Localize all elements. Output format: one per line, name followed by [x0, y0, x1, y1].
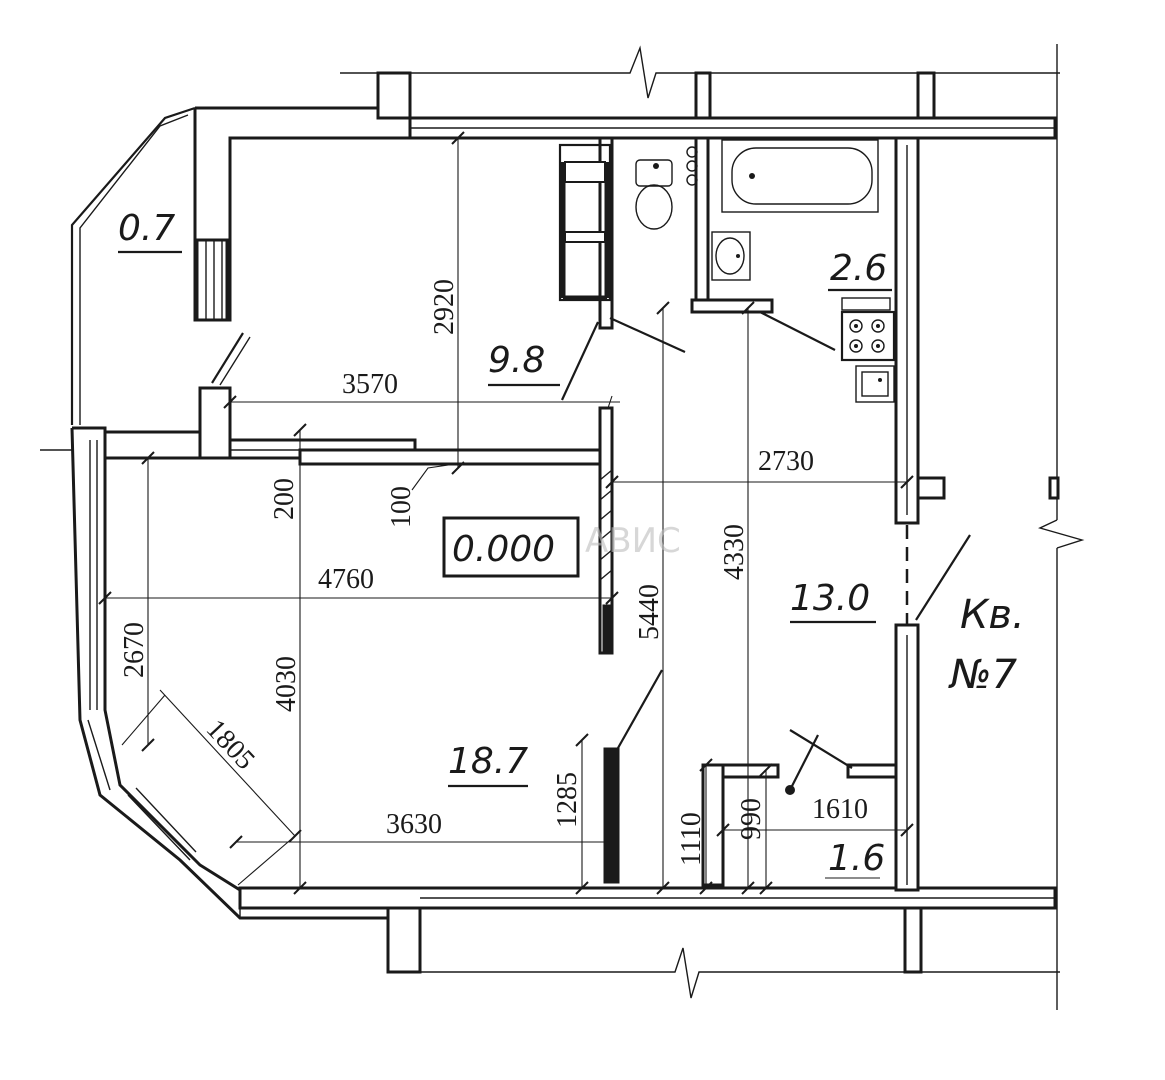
apartment-number: №7 [948, 652, 1018, 698]
dim-1805: 1805 [200, 714, 261, 776]
dim-2920: 2920 [429, 279, 460, 335]
watermark: АВИС [585, 521, 681, 561]
area-bathroom: 2.6 [830, 248, 887, 289]
level-mark-box [442, 516, 580, 578]
dim-4330: 4330 [719, 524, 750, 580]
area-hall: 13.0 [790, 578, 870, 619]
apartment-label: Кв. [960, 592, 1025, 638]
kitchen-sink [855, 365, 895, 403]
dim-1610: 1610 [812, 794, 868, 825]
toilet [635, 146, 698, 230]
dim-1110: 1110 [676, 812, 707, 866]
stove [840, 297, 896, 362]
fixtures [558, 139, 896, 403]
area-wc: 1.6 [828, 838, 885, 879]
area-living: 18.7 [448, 741, 528, 782]
bathtub [721, 139, 879, 213]
dim-3630: 3630 [386, 809, 442, 840]
area-underlines [118, 250, 892, 788]
dim-5440: 5440 [634, 584, 665, 640]
dim-1285: 1285 [552, 772, 583, 828]
area-kitchen: 9.8 [488, 340, 545, 381]
dim-3570: 3570 [342, 369, 398, 400]
dim-200: 200 [269, 478, 300, 520]
level-mark: 0.000 [452, 529, 555, 570]
kitchen-counter [558, 143, 612, 302]
area-balcony: 0.7 [118, 208, 175, 249]
doors [211, 311, 971, 795]
dim-4030: 4030 [271, 656, 302, 712]
exterior-lines [40, 44, 1085, 1010]
dim-4760: 4760 [318, 564, 374, 595]
dimension-lines [98, 131, 914, 895]
dim-2730: 2730 [758, 446, 814, 477]
dim-990: 990 [736, 798, 767, 840]
wash-basin [711, 231, 751, 281]
dim-100: 100 [386, 486, 417, 528]
dim-2670: 2670 [119, 622, 150, 678]
